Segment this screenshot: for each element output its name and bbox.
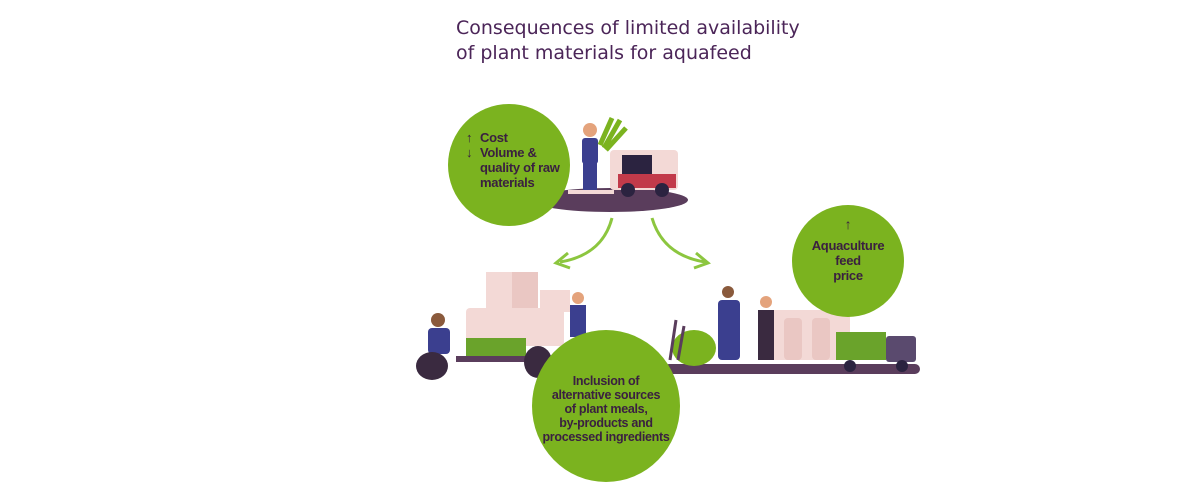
volume-label-line-2: quality of raw: [480, 160, 560, 175]
mill-hopper-right: [512, 272, 538, 312]
alternative-line-3: of plant meals,: [564, 402, 648, 416]
curved-arrow-right-icon: [650, 217, 706, 264]
alternative-sources-circle: Inclusion of alternative sources of plan…: [532, 330, 680, 482]
worker-right-head: [572, 292, 584, 304]
arrowhead-right: [693, 251, 711, 270]
feed-price-line-3: price: [833, 268, 863, 283]
mill-green-panel: [466, 338, 526, 356]
alternative-line-1: Inclusion of: [572, 374, 640, 388]
volume-row: ↓ Volume & quality of raw materials: [466, 145, 570, 190]
cost-volume-circle: ↑ Cost ↓ Volume & quality of raw materia…: [448, 104, 570, 226]
up-arrow-icon: ↑: [844, 216, 852, 232]
cost-row: ↑ Cost: [466, 130, 570, 145]
title-line-2: of plant materials for aquafeed: [456, 42, 752, 64]
truck-wheel-2: [896, 360, 908, 372]
silo-1: [784, 318, 802, 360]
cost-label: Cost: [480, 130, 508, 145]
harvester-wheel-2: [655, 183, 669, 197]
down-arrow-icon: ↓: [466, 145, 473, 160]
volume-label: Volume & quality of raw materials: [480, 145, 560, 190]
curved-arrow-left-icon: [559, 217, 614, 264]
farmer-body: [582, 138, 598, 164]
feed-price-line-2: feed: [835, 253, 861, 268]
truck-cargo: [836, 332, 886, 360]
arrowhead-left: [553, 251, 571, 270]
wheat-stalks: [668, 319, 686, 361]
worker-b-body: [758, 310, 774, 360]
factory-building: [760, 310, 850, 360]
mill-main-body: [466, 308, 564, 346]
logistics-ground: [664, 364, 920, 374]
worker-b-head: [760, 296, 772, 308]
up-arrow-icon: ↑: [466, 130, 473, 145]
logistics-illustration: [664, 286, 920, 374]
worker-left-head: [431, 313, 445, 327]
feed-price-line-1: Aquaculture: [811, 238, 885, 253]
sack-left: [416, 352, 448, 380]
harvester-cab: [622, 155, 652, 177]
volume-label-line-1: Volume &: [480, 145, 537, 160]
farmer-head: [583, 123, 597, 137]
title-line-1: Consequences of limited availability: [456, 17, 800, 39]
alternative-line-5: processed ingredients: [542, 430, 670, 444]
truck-wheel-1: [844, 360, 856, 372]
harvester-tracks: [568, 190, 614, 194]
diagram-title: Consequences of limited availability of …: [456, 16, 876, 66]
feed-price-circle: ↑ Aquaculture feed price: [792, 205, 904, 317]
mill-base: [456, 356, 526, 362]
worker-a-body: [718, 300, 740, 360]
farmer-legs: [583, 162, 597, 190]
flow-arrows: [553, 217, 711, 270]
harvester-wheel: [621, 183, 635, 197]
farmer-crop-bundle: [597, 116, 628, 152]
worker-left-body: [428, 328, 450, 354]
truck-cab: [886, 336, 916, 362]
silo-2: [812, 318, 830, 360]
harvest-illustration: [532, 116, 688, 212]
alternative-line-2: alternative sources: [551, 388, 661, 402]
mill-control-box: [540, 290, 570, 312]
mill-hopper-left: [486, 272, 512, 312]
worker-right-body: [570, 305, 586, 337]
worker-a-head: [722, 286, 734, 298]
volume-label-line-3: materials: [480, 175, 535, 190]
alternative-line-4: by-products and: [559, 416, 653, 430]
mill-illustration: [416, 272, 586, 380]
